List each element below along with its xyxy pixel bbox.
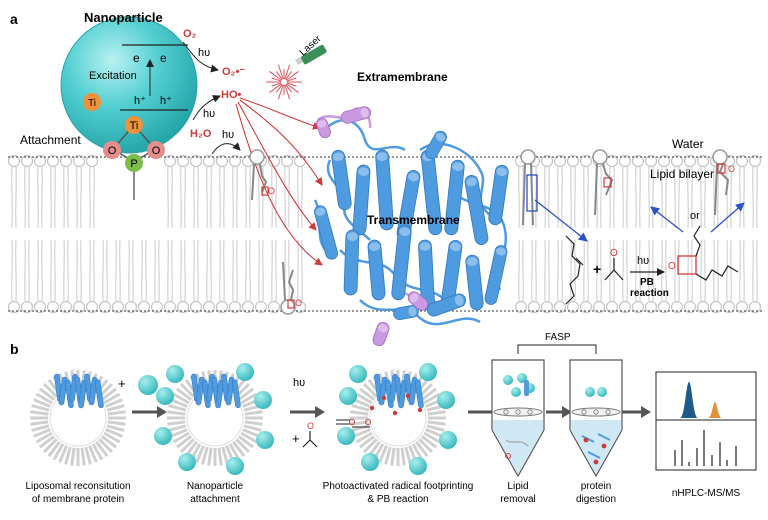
- caption-4-line1: Lipid: [507, 481, 528, 492]
- attach-hv-arrow: [211, 142, 241, 155]
- ms-chromatogram: [655, 371, 757, 471]
- fasp-label: FASP: [545, 332, 571, 343]
- caption-5-line2: digestion: [576, 494, 616, 505]
- nanoparticle-title: Nanoparticle: [84, 10, 163, 25]
- plus-sign: +: [593, 261, 601, 277]
- step-captions: Liposomal reconsitution of membrane prot…: [25, 481, 740, 505]
- lipid-oxetane-o1: O: [268, 186, 275, 196]
- hv-2: hυ: [203, 108, 215, 120]
- ti-phosphate-anchor: [103, 116, 165, 200]
- superoxide-label: O₂•⁻: [222, 66, 245, 78]
- oxetane-o-label: O: [668, 261, 676, 272]
- oxygen-right-label: O: [152, 145, 161, 157]
- caption-5-line1: protein: [581, 481, 612, 492]
- electron-2: e: [160, 51, 167, 65]
- radical-arrow-3: [237, 101, 317, 231]
- radical-arrow-2: [239, 99, 323, 186]
- plus-acetone: +: [292, 431, 300, 446]
- hv-4: hυ: [637, 255, 649, 267]
- fasp-tubes: [491, 359, 623, 478]
- alkene-double-bond: [575, 257, 584, 266]
- membrane-protein-structure: [313, 106, 509, 347]
- oxygen-left-label: O: [108, 145, 117, 157]
- nanoparticle: [60, 16, 198, 154]
- lipid-oxetane-o2: O: [295, 298, 302, 308]
- laser-burst: [266, 64, 302, 100]
- fasp-bracket: [517, 344, 597, 354]
- hv-3: hυ: [222, 129, 234, 141]
- panel-a-label: a: [10, 11, 18, 27]
- acetone-structure: [604, 258, 624, 281]
- ms-spectrum-bars: [674, 430, 737, 466]
- attachment-label: Attachment: [20, 133, 81, 147]
- step-arrows: [132, 406, 651, 418]
- ti-anchor-label: Ti: [130, 120, 139, 132]
- product-arrow-left: [650, 206, 684, 233]
- hole-1: h⁺: [134, 95, 146, 107]
- lipid-oxetane-o3: O: [728, 164, 735, 174]
- radical-arrow-1: [239, 97, 321, 130]
- zoom-arrow: [534, 199, 588, 242]
- product-arrow-right: [710, 202, 745, 233]
- panel-b-label: b: [10, 341, 19, 357]
- o2-label: O₂: [183, 28, 197, 40]
- acetone-reagent: [302, 431, 318, 448]
- ti-atom-sphere: [83, 93, 101, 111]
- electron-1: e: [133, 51, 140, 65]
- or-label: or: [690, 210, 700, 222]
- oxetane-product: [677, 225, 739, 281]
- caption-2-line1: Nanoparticle: [187, 481, 244, 492]
- o2-arrow: [182, 41, 219, 73]
- phosphorus-label: P: [130, 158, 137, 170]
- caption-1-line2: of membrane protein: [32, 494, 124, 505]
- hole-2: h⁺: [160, 95, 172, 107]
- caption-1-line1: Liposomal reconsitution: [25, 481, 130, 492]
- pb-reaction-line1: PB: [640, 277, 654, 288]
- hv-1: hυ: [198, 47, 210, 59]
- hydroxyl-label: HO•: [221, 89, 242, 101]
- caption-3-line2: & PB reaction: [367, 494, 428, 505]
- caption-6-line1: nHPLC-MS/MS: [672, 488, 741, 499]
- laser-pointer: [294, 44, 327, 66]
- ketone-o-label: O: [610, 248, 618, 259]
- modified-lipids: [249, 149, 730, 315]
- alkene-chain: [565, 235, 581, 305]
- h2o-arrow: [192, 95, 221, 121]
- radical-arrow-4: [235, 103, 323, 266]
- caption-4-line2: removal: [500, 494, 536, 505]
- hv-panel-b: hυ: [293, 377, 305, 389]
- h2o-label: H₂O: [190, 128, 212, 140]
- pb-reaction-line2: reaction: [630, 288, 669, 299]
- nanoparticle-reagent: [138, 375, 158, 395]
- acetone-o-label: O: [307, 421, 314, 431]
- excitation-label: Excitation: [89, 70, 137, 82]
- extramembrane-label: Extramembrane: [357, 70, 448, 84]
- plus-nanoparticle: +: [118, 376, 126, 391]
- transmembrane-label: Transmembrane: [367, 213, 460, 227]
- lipid-bilayer-label: Lipid bilayer: [650, 167, 714, 181]
- caption-3-line1: Photoactivated radical footprinting: [323, 481, 474, 492]
- water-label: Water: [672, 137, 704, 151]
- caption-2-line2: attachment: [190, 494, 240, 505]
- liposomes: [30, 363, 457, 475]
- ti-sphere-label: Ti: [88, 98, 96, 109]
